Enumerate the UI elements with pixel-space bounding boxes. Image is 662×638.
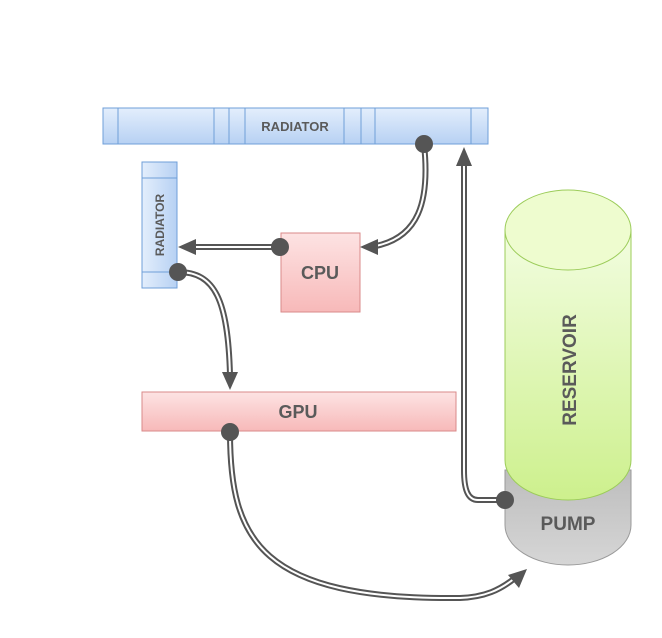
gpu-block: GPU [141,391,457,432]
reservoir-label: RESERVOIR [560,314,581,426]
reservoir: RESERVOIR [504,189,632,501]
cpu-label: CPU [301,263,339,283]
port-gpu [221,423,239,441]
side-radiator-label: RADIATOR [153,194,167,257]
tube-pump-to-radiator [456,147,505,503]
tubes [177,143,527,602]
port-top-radiator [415,135,433,153]
gpu-label: GPU [278,402,317,422]
tube-radiator-to-cpu [360,143,429,255]
cpu-block: CPU [280,232,361,313]
tube-radiator-to-gpu [177,269,238,390]
port-pump [496,491,514,509]
pump-label: PUMP [541,514,596,535]
port-side-radiator [169,263,187,281]
ports [169,135,514,509]
port-cpu [271,238,289,256]
tube-gpu-to-pump [227,431,527,602]
top-radiator-label: RADIATOR [261,119,329,134]
top-radiator: RADIATOR [102,107,489,145]
tube-cpu-to-radiator [178,239,280,255]
